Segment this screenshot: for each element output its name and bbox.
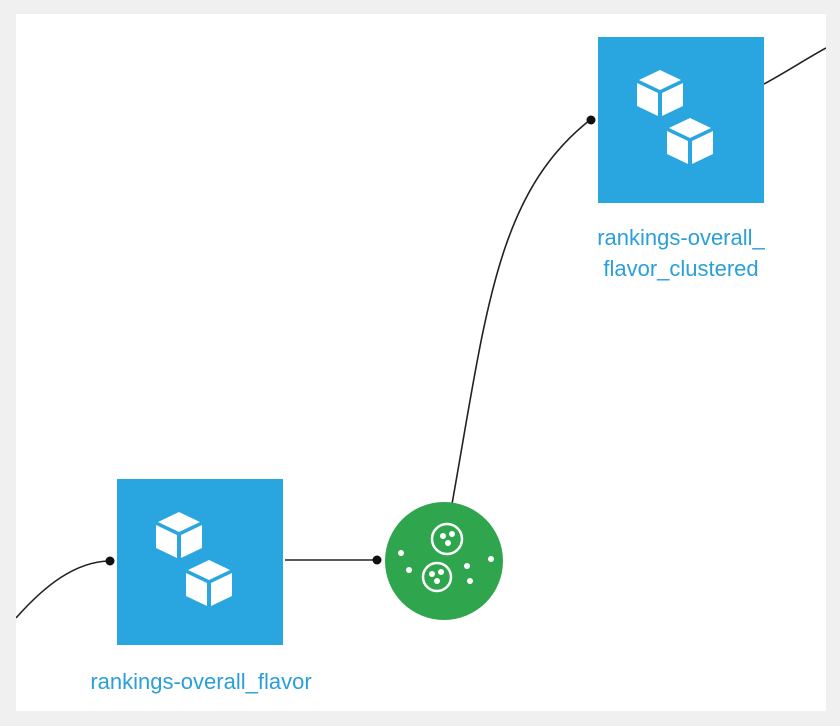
dataset-label-rankings-overall-flavor-clustered[interactable]: rankings-overall_ flavor_clustered [597,225,765,281]
flow-canvas[interactable]: rankings-overall_flavor [16,14,826,711]
dataset-cubes-icon [637,70,713,164]
edge-ds2-outgoing [763,47,826,85]
clustering-recipe-node[interactable] [385,502,503,620]
dataset-cubes-icon [156,512,232,606]
edge-incoming-to-ds1 [16,560,110,619]
clustering-icon [398,522,494,593]
input-port-recipe [372,555,382,565]
dataset-label-rankings-overall-flavor[interactable]: rankings-overall_flavor [90,669,312,694]
dataset-node-rankings-overall-flavor-clustered[interactable] [598,37,764,203]
input-port-ds1 [105,556,115,566]
input-port-ds2 [586,115,596,125]
flow-links [16,47,826,619]
dataset-node-rankings-overall-flavor[interactable] [117,479,283,645]
edge-recipe-to-ds2 [451,119,591,505]
